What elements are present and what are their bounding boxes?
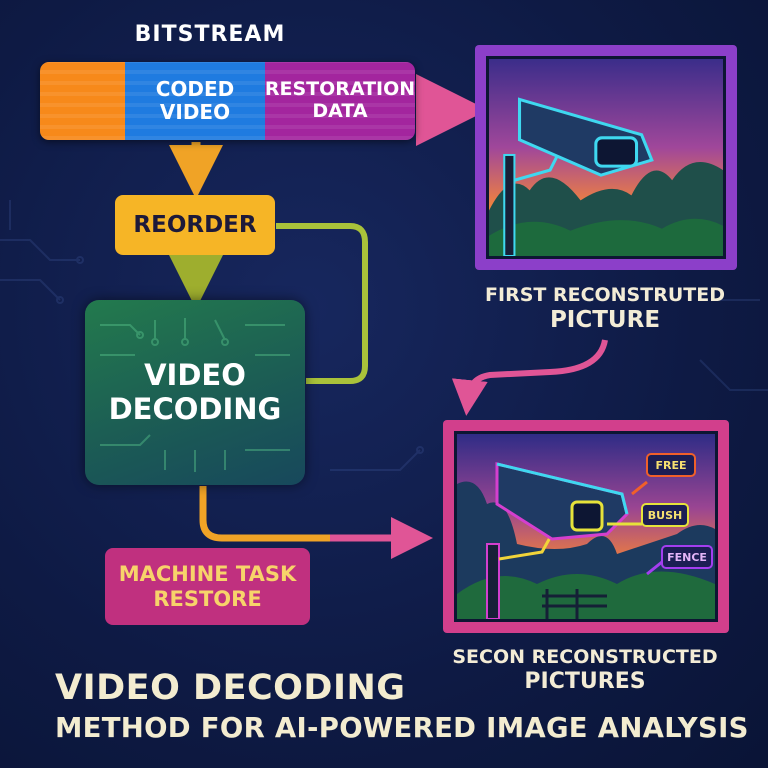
first-picture-caption: FIRST RECONSTRUTED PICTURE [470,284,740,333]
bitstream-segment-coded-video: CODED VIDEO [125,62,265,140]
loop-line [276,223,368,384]
video-decoding-box: VIDEO DECODING [85,300,305,485]
reorder-box: REORDER [115,195,275,255]
first-caption-line1: FIRST RECONSTRUTED [485,284,725,306]
restoration-data-line2: DATA [312,100,368,122]
circuit-icon [100,318,290,472]
restoration-data-line1: RESTORATION [264,78,415,101]
bitstream-segment-header [40,62,125,140]
arrow-decoding-to-second [199,486,410,542]
video-decoding-line1: VIDEO [144,358,246,393]
main-title: VIDEO DECODING [55,668,406,708]
camera-scene-image [489,59,723,256]
main-subtitle: METHOD FOR AI-POWERED IMAGE ANALYSIS [55,712,749,744]
circuit-pattern [0,200,768,471]
second-caption-line2: PICTURES [524,668,646,694]
bitstream-title: BITSTREAM [134,22,286,47]
first-caption-line2: PICTURE [549,306,661,333]
bitstream-bar: CODED VIDEO RESTORATION DATA [40,62,415,140]
arrow-first-to-second [451,339,608,416]
video-decoding-line2: DECODING [108,391,282,426]
tag-free: FREE [655,459,686,472]
tag-bush: BUSH [648,509,682,522]
machine-task-line2: RESTORE [153,586,262,611]
second-caption-line1: SECON RECONSTRUCTED [452,646,718,668]
machine-task-restore-box: MACHINE TASK RESTORE [105,548,310,625]
coded-video-line1: CODED [155,77,235,101]
bitstream-segment-restoration-data: RESTORATION DATA [265,62,415,140]
second-reconstructed-pictures: FREE BUSH FENCE [443,420,729,633]
coded-video-line2: VIDEO [159,100,231,124]
first-reconstructed-picture [475,45,737,270]
annotated-camera-scene-image: FREE BUSH FENCE [457,434,715,619]
tag-fence: FENCE [667,551,707,564]
machine-task-line1: MACHINE TASK [118,562,297,587]
second-picture-caption: SECON RECONSTRUCTED PICTURES [440,646,730,694]
